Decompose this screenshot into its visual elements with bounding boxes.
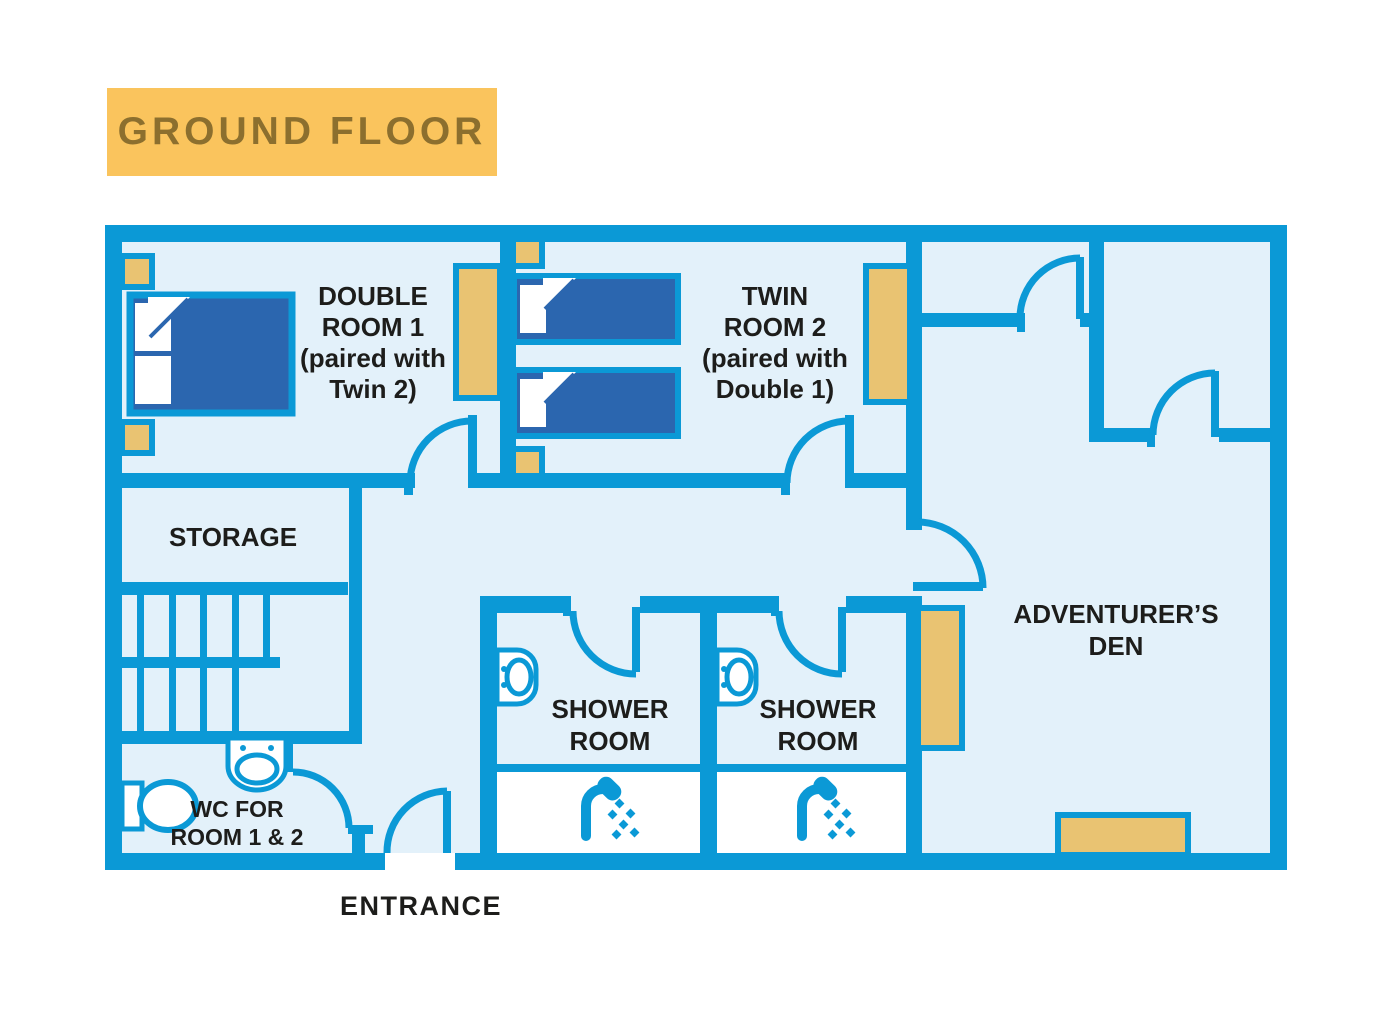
door-leaf-top-right-room [1211,371,1219,437]
doors [292,254,1219,854]
door-arc-twin2 [783,417,850,484]
door-leaf-entrance [443,791,451,853]
shower-stall-2 [717,771,906,853]
label-twin2: Double 1) [716,374,834,404]
double-bed [126,291,296,417]
furniture [119,236,1191,858]
wardrobe-double1 [453,263,503,401]
door-arc-shower2 [775,610,843,678]
label-twin2: ROOM 2 [724,312,827,342]
door-arc-inner-room [1016,254,1081,319]
floor-title-banner: GROUND FLOOR [107,88,497,176]
door-leaf-shower1 [632,607,640,672]
label-shower1: SHOWER [552,694,669,724]
label-twin2: TWIN [742,281,808,311]
label-den: ADVENTURER’S [1013,599,1218,629]
toilet-icon [497,650,536,704]
label-twin2: (paired with [702,343,848,373]
label-double1: DOUBLE [318,281,428,311]
door-leaf-twin2 [845,415,854,488]
label-shower1: ROOM [570,726,651,756]
label-entrance: ENTRANCE [340,891,502,921]
pillow [520,379,546,427]
entrance-opening [385,853,455,870]
room-labels: DOUBLE ROOM 1 (paired with Twin 2) TWIN … [169,281,1219,921]
label-shower2: ROOM [778,726,859,756]
twin-bed [511,273,681,345]
sink-icon [225,735,289,793]
nightstand [119,253,155,290]
nightstand [119,419,155,456]
label-wc: WC FOR [190,796,284,822]
wardrobe-twin2 [863,263,913,405]
den-sideboard [1055,812,1191,858]
door-leaf-shower2 [838,607,846,672]
label-shower2: SHOWER [760,694,877,724]
door-arc-double1 [406,417,473,484]
toilet-icon [717,650,756,704]
fixtures [119,650,855,839]
door-leaf-inner-room [1076,257,1084,319]
walls [105,225,1287,870]
label-double1: ROOM 1 [322,312,425,342]
pillow [135,356,171,404]
door-arc-entrance [383,787,448,854]
door-leaf-double1 [468,415,477,488]
nightstand [510,446,545,479]
den-cupboard [915,605,965,751]
toilet-icon [119,779,199,833]
floor-title: GROUND FLOOR [117,110,487,153]
staircase [137,595,270,731]
label-storage: STORAGE [169,522,297,552]
label-double1: Twin 2) [329,374,417,404]
label-den: DEN [1089,631,1144,661]
label-double1: (paired with [300,343,446,373]
pillow [520,285,546,333]
door-leaf-den [913,582,983,591]
label-wc: ROOM 1 & 2 [171,824,304,850]
twin-bed [511,367,681,439]
nightstand [510,236,545,269]
door-arc-den [916,518,987,589]
door-arc-shower1 [569,610,637,678]
door-arc-wc [292,768,353,829]
door-arc-top-right-room [1149,369,1216,436]
